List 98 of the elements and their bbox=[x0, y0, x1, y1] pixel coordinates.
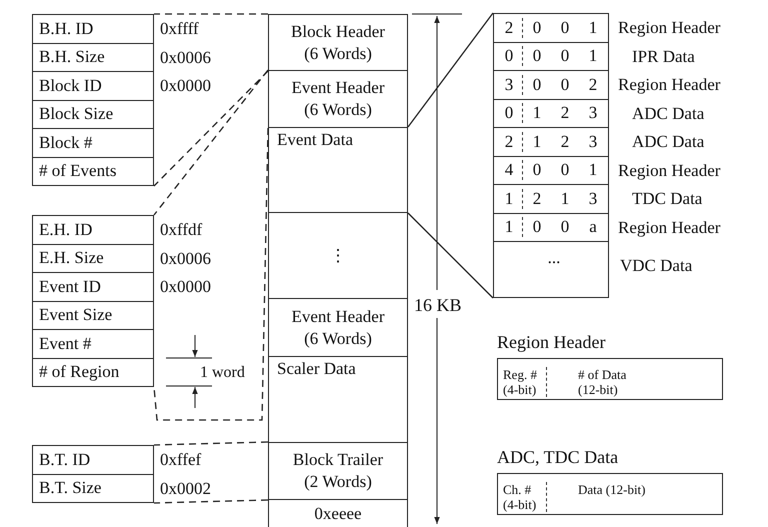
field-name: Block # bbox=[39, 132, 92, 153]
field-name: B.H. ID bbox=[39, 18, 94, 39]
digit: 4 bbox=[496, 160, 523, 180]
data-type-label: TDC Data bbox=[632, 188, 702, 210]
digit: 2 bbox=[560, 103, 570, 124]
field-name: # of Region bbox=[39, 362, 120, 382]
field-name: Event # bbox=[39, 334, 92, 354]
dashed-expansion-line bbox=[153, 128, 269, 421]
field-name: Block ID bbox=[39, 76, 102, 96]
data-type-label: Region Header bbox=[618, 160, 720, 182]
format-heading: Region Header bbox=[497, 332, 606, 353]
memory-segment bbox=[268, 212, 408, 299]
digit: 3 bbox=[496, 74, 523, 95]
field-name: B.H. Size bbox=[39, 47, 105, 68]
field-name: Event Size bbox=[39, 305, 112, 326]
digit: 2 bbox=[496, 18, 523, 38]
segment-label: Event Header (6 Words) bbox=[290, 77, 386, 121]
data-type-label: ADC Data bbox=[632, 131, 704, 154]
digit: 3 bbox=[588, 132, 598, 152]
field-value: 0x0006 bbox=[160, 46, 211, 69]
dashed-expansion-line bbox=[154, 441, 268, 446]
table-frame bbox=[32, 445, 154, 503]
table-frame bbox=[32, 14, 154, 186]
memory-segment bbox=[268, 298, 408, 357]
dashed-expansion-line bbox=[153, 70, 269, 216]
field-name: E.H. Size bbox=[39, 248, 104, 268]
field-name: E.H. ID bbox=[39, 220, 92, 240]
field-description: Data (12-bit) bbox=[578, 482, 647, 497]
digit: 0 bbox=[560, 74, 570, 95]
field-description: Ch. # (4-bit) bbox=[503, 482, 547, 512]
digit: 1 bbox=[496, 217, 523, 238]
dashed-expansion-line bbox=[154, 70, 268, 186]
field-name: Block Size bbox=[39, 104, 114, 124]
field-value: 0x0000 bbox=[160, 276, 211, 298]
memory-segment bbox=[268, 356, 408, 443]
memory-segment bbox=[268, 70, 408, 128]
digit: 1 bbox=[588, 160, 598, 180]
field-description: Reg. # (4-bit) bbox=[503, 367, 547, 397]
data-type-label: IPR Data bbox=[632, 46, 695, 68]
field-value: 0xffdf bbox=[160, 219, 202, 242]
digit: 2 bbox=[588, 74, 598, 95]
digit: 0 bbox=[560, 46, 570, 66]
memory-segment bbox=[268, 499, 408, 527]
digit: a bbox=[588, 217, 598, 238]
memory-segment bbox=[268, 127, 408, 213]
digit: 2 bbox=[532, 188, 542, 209]
data-type-label: Region Header bbox=[618, 216, 720, 239]
digit: 1 bbox=[588, 46, 598, 66]
table-frame bbox=[493, 13, 609, 298]
data-type-label: Region Header bbox=[618, 74, 720, 96]
digit: 0 bbox=[532, 46, 542, 66]
field-value: 0xffef bbox=[160, 449, 202, 472]
ellipsis-text: ... bbox=[548, 248, 560, 268]
digit: 0 bbox=[496, 103, 523, 124]
digit: 0 bbox=[532, 18, 542, 38]
digit: 1 bbox=[532, 103, 542, 124]
digit: 1 bbox=[588, 18, 598, 38]
segment-label: Event Data bbox=[277, 130, 353, 149]
digit: 0 bbox=[496, 46, 523, 66]
digit: 2 bbox=[496, 132, 523, 152]
digit: 0 bbox=[560, 160, 570, 180]
field-name: B.T. ID bbox=[39, 450, 90, 470]
expansion-line bbox=[408, 212, 494, 298]
field-value: 0x0002 bbox=[160, 478, 211, 500]
dashed-expansion-line bbox=[154, 13, 268, 15]
expansion-line bbox=[407, 12, 494, 128]
digit: 0 bbox=[560, 217, 570, 238]
field-value: 0x0006 bbox=[160, 248, 211, 270]
memory-segment bbox=[268, 442, 408, 500]
segment-label: ⋮ bbox=[328, 244, 348, 266]
digit: 0 bbox=[560, 18, 570, 38]
format-heading: ADC, TDC Data bbox=[497, 447, 618, 468]
digit: 1 bbox=[560, 188, 570, 209]
segment-label: Block Header (6 Words) bbox=[290, 20, 386, 64]
digit: 3 bbox=[588, 103, 598, 124]
digit: 0 bbox=[532, 74, 542, 95]
digit: 0 bbox=[532, 160, 542, 180]
data-type-label: Region Header bbox=[618, 17, 720, 40]
segment-label: 0xeeee bbox=[313, 503, 363, 525]
field-value: 0x0000 bbox=[160, 75, 211, 98]
table-frame bbox=[32, 215, 154, 387]
digit: 1 bbox=[532, 132, 542, 152]
field-name: Event ID bbox=[39, 276, 101, 297]
data-type-label: ADC Data bbox=[632, 102, 704, 125]
segment-label: Scaler Data bbox=[277, 359, 356, 378]
digit: 3 bbox=[588, 188, 598, 209]
digit: 2 bbox=[560, 132, 570, 152]
field-name: B.T. Size bbox=[39, 478, 102, 498]
field-description: # of Data (12-bit) bbox=[578, 367, 628, 397]
field-value: 0xffff bbox=[160, 18, 199, 40]
memory-segment bbox=[268, 14, 408, 71]
field-name: # of Events bbox=[39, 161, 116, 182]
segment-label: Block Trailer (2 Words) bbox=[292, 449, 384, 493]
data-type-label: VDC Data bbox=[620, 255, 692, 278]
segment-label: Event Header (6 Words) bbox=[290, 306, 386, 350]
digit: 0 bbox=[532, 217, 542, 238]
digit: 1 bbox=[496, 188, 523, 209]
dashed-expansion-line bbox=[154, 499, 268, 504]
